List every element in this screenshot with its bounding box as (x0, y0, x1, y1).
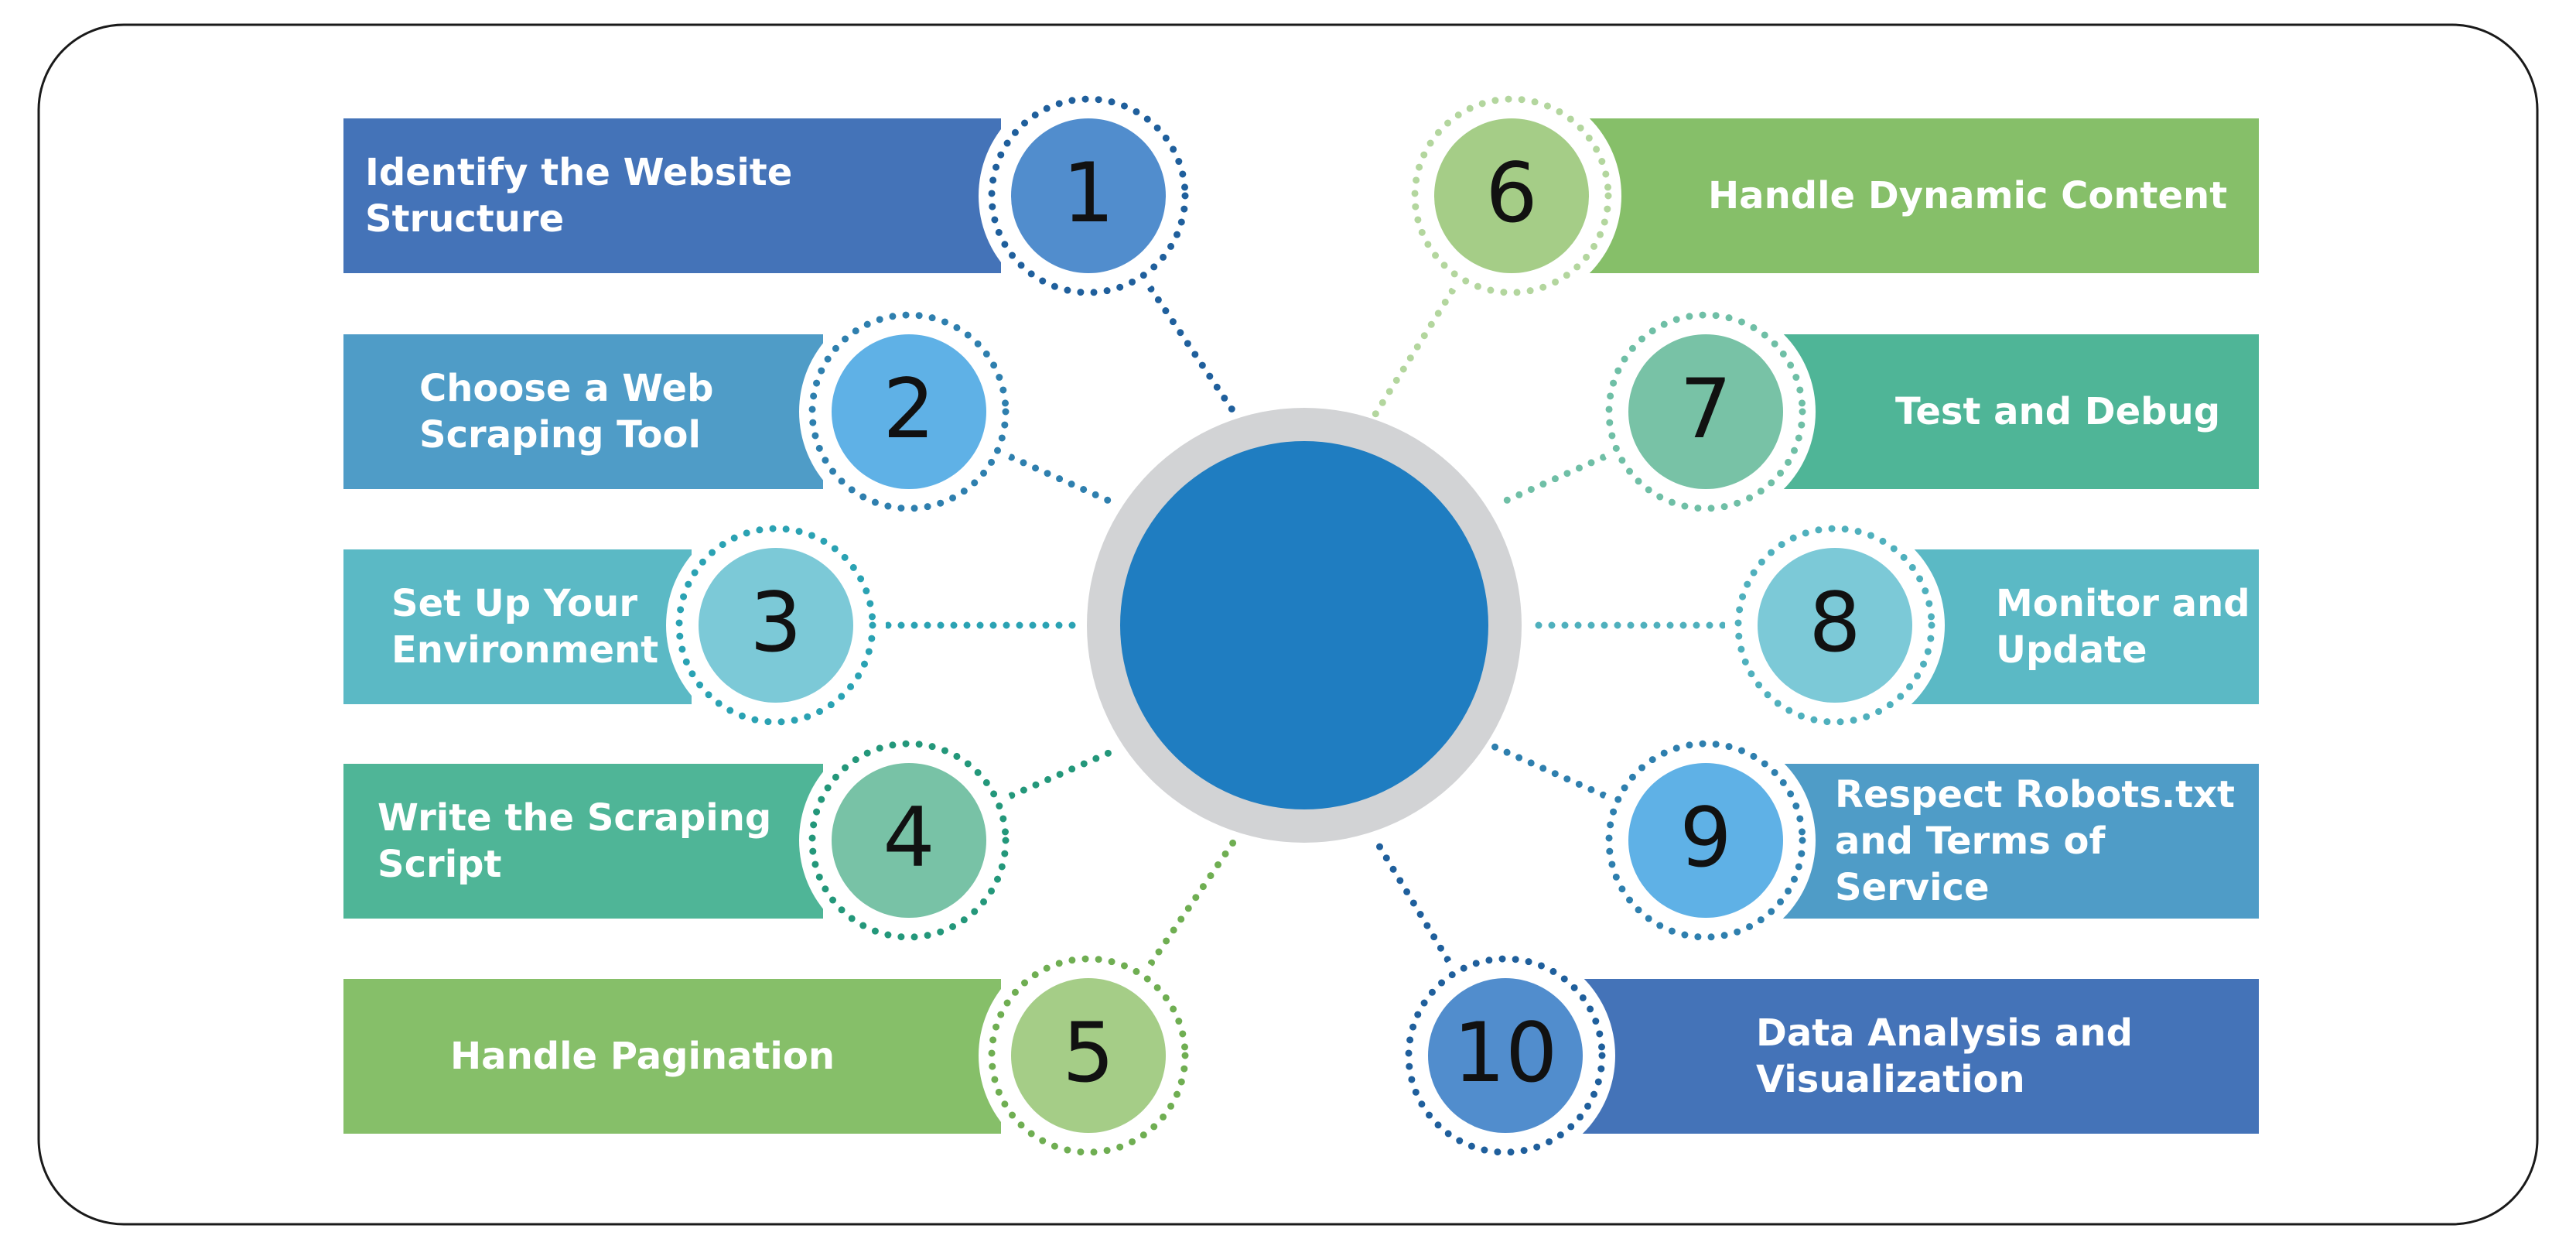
connector-5 (1140, 832, 1242, 977)
step-4-label: Write the Scraping Script (378, 796, 772, 886)
step-2-bar: Choose a Web Scraping Tool (343, 334, 823, 489)
step-1-circle (1011, 118, 1166, 273)
step-3-label: Set Up Your Environment (391, 582, 659, 672)
connector-10 (1369, 832, 1458, 974)
connector-2 (996, 448, 1118, 507)
connector-9 (1491, 743, 1619, 804)
step-2-number: 2 (883, 361, 934, 457)
step-10-bar: Data Analysis and Visualization (1578, 979, 2259, 1134)
step-4-circle (832, 763, 986, 918)
step-8-label: Monitor and Update (1996, 582, 2250, 672)
step-5-circle (1011, 978, 1166, 1133)
connector-1 (1139, 274, 1242, 422)
step-7-number: 7 (1679, 361, 1731, 457)
step-7-label: Test and Debug (1895, 390, 2221, 433)
step-1-node: 1 (979, 86, 1198, 306)
step-10-label: Data Analysis and Visualization (1756, 1011, 2133, 1101)
step-10-number: 10 (1454, 1005, 1558, 1100)
step-1-number: 1 (1062, 145, 1114, 241)
step-9-node: 9 (1596, 731, 1816, 950)
step-1-dotted-ring (988, 95, 1189, 296)
step-3-number: 3 (750, 575, 801, 670)
step-6-number: 6 (1485, 145, 1537, 241)
step-9-circle (1628, 763, 1783, 918)
step-3-bar: Set Up Your Environment (343, 549, 692, 704)
step-circles: 1 2 3 4 5 6 7 8 9 10 (666, 86, 1945, 1165)
step-6-node: 6 (1402, 86, 1621, 306)
step-5-number: 5 (1062, 1005, 1114, 1100)
step-9-dotted-ring (1605, 740, 1806, 941)
step-8-circle (1758, 548, 1912, 703)
step-2-circle (832, 334, 986, 489)
step-9-number: 9 (1679, 790, 1731, 885)
step-3-dotted-ring (675, 525, 876, 726)
step-1-label: Identify the Website Structure (365, 151, 793, 241)
step-2-label: Choose a Web Scraping Tool (419, 367, 714, 457)
hub-circle (1120, 441, 1488, 809)
step-10-node: 10 (1396, 946, 1615, 1165)
connector-4 (996, 747, 1118, 805)
step-8-number: 8 (1809, 575, 1860, 670)
step-7-bar: Test and Debug (1756, 334, 2259, 489)
step-9-bar: Respect Robots.txt and Terms of Service (1756, 764, 2259, 919)
step-2-node: 2 (799, 302, 1019, 522)
step-6-dotted-ring (1411, 95, 1612, 296)
connector-6 (1369, 276, 1463, 422)
step-3-node: 3 (666, 515, 886, 735)
connector-7 (1497, 448, 1619, 507)
step-4-node: 4 (799, 731, 1019, 950)
center-hub (1087, 408, 1522, 843)
step-9-label: Respect Robots.txt and Terms of Service (1835, 773, 2235, 909)
step-6-label: Handle Dynamic Content (1708, 174, 2228, 217)
step-8-node: 8 (1725, 515, 1945, 735)
step-8-dotted-ring (1734, 525, 1935, 726)
step-4-dotted-ring (808, 740, 1010, 941)
step-5-dotted-ring (988, 955, 1189, 1156)
step-5-node: 5 (979, 946, 1198, 1165)
step-5-bar: Handle Pagination (343, 979, 1001, 1134)
step-5-label: Handle Pagination (450, 1035, 835, 1078)
step-4-number: 4 (883, 790, 934, 885)
step-1-bar: Identify the Website Structure (343, 118, 1001, 273)
step-10-dotted-ring (1405, 955, 1606, 1156)
step-6-circle (1434, 118, 1589, 273)
step-10-circle (1428, 978, 1583, 1133)
step-7-circle (1628, 334, 1783, 489)
step-6-bar: Handle Dynamic Content (1578, 118, 2259, 273)
step-8-bar: Monitor and Update (1888, 549, 2259, 704)
step-3-circle (699, 548, 853, 703)
step-4-bar: Write the Scraping Script (343, 764, 823, 919)
step-2-dotted-ring (808, 311, 1010, 512)
step-7-node: 7 (1596, 302, 1816, 522)
connector-lines (871, 274, 1740, 977)
step-7-dotted-ring (1605, 311, 1806, 512)
